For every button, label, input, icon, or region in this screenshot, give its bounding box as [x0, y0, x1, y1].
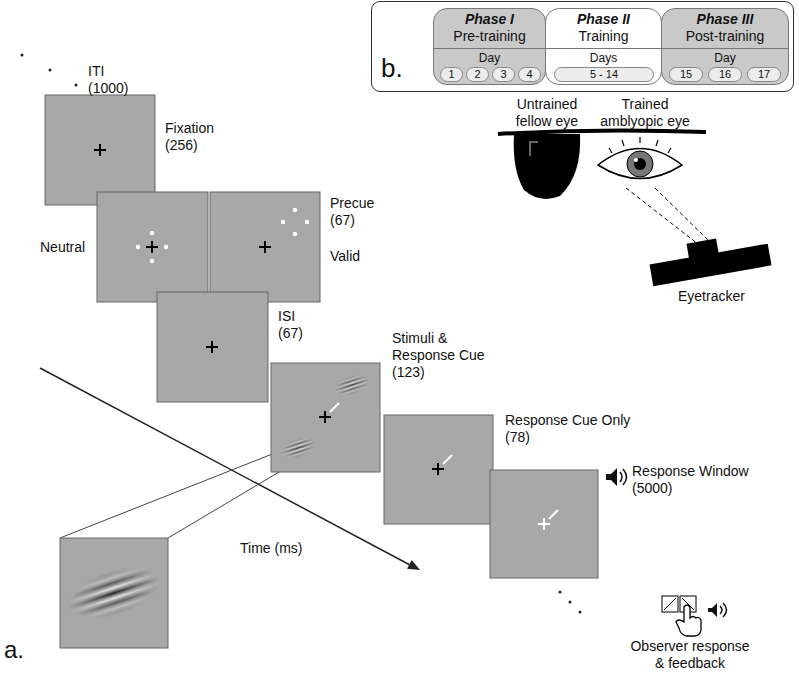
phase-box: Phase IPre-trainingDay 1 2 3 4 [433, 8, 546, 85]
cue-type-label: Valid [330, 248, 360, 265]
day-number: 3 [500, 68, 506, 81]
day-pill: 1 [440, 67, 463, 82]
event-label: Response Cue Only (78) [505, 412, 635, 446]
panel-box: b. Phase IPre-trainingDay 1 2 3 4 Phase IITrai… [371, 1, 794, 92]
cue-type-label: Neutral [40, 239, 85, 256]
phase-title: Phase I [465, 11, 514, 28]
day-number: 1 [448, 68, 454, 81]
day-pill: 17 [747, 67, 781, 82]
day-number: 17 [758, 68, 770, 81]
iti-dots [21, 54, 78, 87]
eye-label: Trained amblyopic eye [595, 96, 695, 130]
eye-patch-illustration [498, 130, 706, 199]
phase-box: Phase IIIPost-trainingDay 15 16 17 [661, 8, 789, 85]
response-label: Observer response & feedback [625, 638, 755, 672]
fixation-screen [45, 95, 155, 205]
day-label: Day [479, 52, 500, 65]
event-label: Stimuli & Response Cue (123) [392, 330, 492, 381]
day-label: Days [590, 52, 617, 65]
speaker-icon [606, 468, 627, 486]
device-label: Eyetracker [678, 288, 745, 305]
event-label: Response Window (5000) [632, 463, 762, 497]
response-cue-screen [384, 415, 493, 524]
day-number: 5 - 14 [590, 68, 618, 81]
stimuli-screen [271, 363, 380, 472]
day-number: 15 [680, 68, 692, 81]
phase-subtitle: Training [578, 28, 628, 45]
phase-subtitle: Pre-training [453, 28, 525, 45]
valid-precue-screen [210, 192, 320, 302]
isi-screen [157, 292, 268, 402]
axis-label: Time (ms) [240, 540, 302, 557]
day-pill: 16 [708, 67, 742, 82]
day-pill: 4 [518, 67, 541, 82]
day-label: Day [714, 52, 735, 65]
day-pill: 15 [669, 67, 703, 82]
day-number: 4 [526, 68, 532, 81]
divider-line [662, 48, 788, 49]
phase-title: Phase II [577, 11, 630, 28]
divider-line [546, 48, 661, 49]
phase-box: Phase IITrainingDays 5 - 14 [545, 8, 662, 85]
panel-letter: a. [4, 636, 24, 664]
response-window-screen [490, 470, 598, 578]
eyetracker-illustration [626, 188, 772, 286]
event-label: ISI (67) [278, 308, 303, 342]
panel-letter: b. [381, 54, 403, 82]
response-keys [662, 596, 727, 636]
day-number: 16 [719, 68, 731, 81]
day-pill: 5 - 14 [554, 67, 654, 82]
phase-subtitle: Post-training [686, 28, 765, 45]
neutral-precue-screen [97, 192, 208, 302]
event-label: Fixation (256) [165, 120, 214, 154]
day-pill: 2 [466, 67, 489, 82]
continue-dots [559, 591, 582, 614]
phase-title: Phase III [697, 11, 754, 28]
divider-line [434, 48, 545, 49]
eye-label: Untrained fellow eye [505, 96, 589, 130]
day-pill: 3 [492, 67, 515, 82]
event-label: ITI (1000) [88, 63, 128, 97]
day-number: 2 [474, 68, 480, 81]
event-label: Precue (67) [330, 195, 374, 229]
gabor-zoom [60, 538, 168, 648]
zoom-lines [60, 447, 306, 538]
